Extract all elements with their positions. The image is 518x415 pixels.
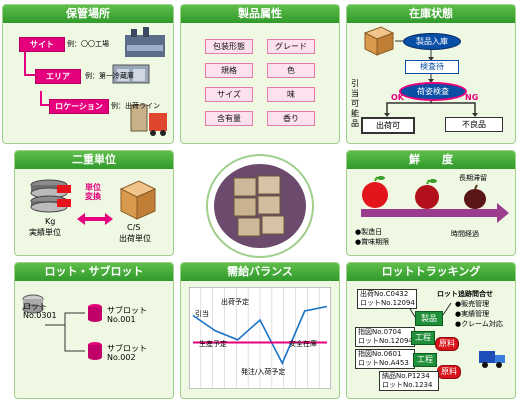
hikiate-label: 引当	[195, 310, 209, 318]
panel-lot-tracking: ロットトラッキング 出荷No.C0432 ロットNo.12094 製品 ロット追…	[346, 262, 516, 399]
process1-node: 工程	[411, 331, 435, 345]
panel-product-attributes: 製品属性 包装形態 グレード 規格 色 サイズ 味 含有量 香り	[180, 4, 340, 144]
area-example: 例：第一冷蔵庫	[85, 72, 134, 80]
attr-size: サイズ	[205, 87, 253, 102]
panel-title: 鮮 度	[347, 151, 515, 169]
dual-unit-graphics	[30, 179, 157, 225]
panel-lot-sublot: ロット・サブロット ロット No.0301 サブロット No.001 サブロット…	[14, 262, 174, 399]
ship-record-box: 出荷No.C0432 ロットNo.12094	[357, 289, 417, 309]
instruction1-number: 指図No.0704	[358, 328, 402, 336]
defective-node: 不良品	[445, 117, 503, 132]
ok-label: OK	[391, 93, 404, 102]
panel-title: 在庫状態	[347, 5, 515, 23]
ng-label: NG	[465, 93, 479, 102]
sublot1-label: サブロット	[107, 306, 147, 315]
expiry-date-label: ●賞味期限	[355, 238, 390, 246]
attr-taste: 味	[267, 87, 315, 102]
panel-freshness: 鮮 度 長期滞留 ●製造日 ●賞味期限 時間経過	[346, 150, 516, 256]
kg-sub-label: 実績単位	[29, 228, 61, 237]
inquiry-item-results: ●実績管理	[455, 310, 490, 318]
sublot2-number: No.002	[107, 353, 136, 362]
sublot1-number: No.001	[107, 315, 136, 324]
panel-dual-unit: 二重単位 単位変換 Kg 実績単位 C/S 出荷単位	[14, 150, 174, 256]
ship-number: 出荷No.C0432	[360, 290, 409, 298]
unit-convert-label: 単位変換	[85, 183, 101, 201]
stacked-cartons-image	[214, 164, 306, 248]
apple-freshness-graphics	[361, 176, 509, 223]
long-stagnant-label: 長期滞留	[459, 174, 487, 182]
allocatable-label: 引当可能品	[351, 79, 359, 128]
cs-label: C/S	[127, 223, 141, 232]
center-product-photo	[206, 154, 314, 258]
lot-label: ロット	[23, 302, 47, 311]
panel-storage-location: 保管場所 サイト 例：〇〇工場 エリア 例：第一冷蔵庫 ロケーション 例：出荷ラ…	[2, 4, 174, 144]
ship-lot-number: ロットNo.12094	[360, 299, 415, 307]
delivery-lot: ロットNo.1234	[382, 381, 433, 389]
raw1-node: 原料	[435, 337, 459, 351]
panel-title: ロットトラッキング	[347, 263, 515, 281]
instruction2-box: 指図No.0601 ロットNo.A453	[355, 349, 415, 369]
lot-tree-graphics	[22, 294, 102, 360]
supply-demand-chart	[189, 287, 331, 389]
location-box: ロケーション	[49, 99, 109, 114]
order-plan-label: 発注/入荷予定	[241, 368, 286, 376]
attr-spec: 規格	[205, 63, 253, 78]
attr-color: 色	[267, 63, 315, 78]
site-example: 例：〇〇工場	[67, 40, 109, 48]
lot-number: No.0301	[23, 311, 57, 320]
prod-plan-label: 生産予定	[199, 340, 227, 348]
panel-title: 製品属性	[181, 5, 339, 23]
product-receive-node: 製品入庫	[403, 33, 461, 50]
inquiry-item-claims: ●クレーム対応	[455, 320, 503, 328]
instruction2-lot: ロットNo.A453	[358, 359, 409, 367]
delivery-box: 納品No.P1234 ロットNo.1234	[379, 371, 439, 391]
attr-content: 含有量	[205, 111, 253, 126]
site-box: サイト	[19, 37, 65, 52]
pack-inspect-node: 荷姿検査	[399, 82, 467, 101]
elapsed-time-label: 時間経過	[451, 230, 479, 238]
hierarchy-connectors	[24, 27, 167, 136]
instruction1-lot: ロットNo.12094	[358, 337, 413, 345]
attr-grade: グレード	[267, 39, 315, 54]
shippable-node: 出荷可	[361, 117, 415, 134]
attr-packaging: 包装形態	[205, 39, 253, 54]
ship-plan-label: 出荷予定	[221, 298, 249, 306]
sublot2-label: サブロット	[107, 344, 147, 353]
inventory-line	[192, 305, 328, 366]
panel-inventory-status: 在庫状態 製品入庫 検査待 荷姿検査 OK NG 引当可能品 出荷可 不良品	[346, 4, 516, 144]
inspect-wait-node: 検査待	[405, 60, 459, 74]
area-box: エリア	[35, 69, 81, 84]
instruction2-number: 指図No.0601	[358, 350, 402, 358]
panel-title: 二重単位	[15, 151, 173, 169]
process2-node: 工程	[413, 353, 437, 367]
manufacture-date-label: ●製造日	[355, 228, 383, 236]
delivery-number: 納品No.P1234	[382, 372, 430, 380]
panel-title: 需給バランス	[181, 263, 339, 281]
instruction1-box: 指図No.0704 ロットNo.12094	[355, 327, 415, 347]
panel-title: ロット・サブロット	[15, 263, 173, 281]
panel-supply-demand: 需給バランス 出荷予定 引当 生産予定 安全在庫 発注/入荷予定	[180, 262, 340, 399]
attr-aroma: 香り	[267, 111, 315, 126]
panel-title: 保管場所	[3, 5, 173, 23]
kg-label: Kg	[45, 217, 56, 226]
safe-stock-label: 安全在庫	[289, 340, 317, 348]
location-example: 例：出荷ライン	[111, 102, 160, 110]
cs-sub-label: 出荷単位	[119, 234, 151, 243]
product-node: 製品	[415, 311, 443, 326]
inventory-flow-arrows	[363, 26, 478, 117]
lot-trace-inquiry-label: ロット追跡問合せ	[437, 290, 493, 298]
raw2-node: 原料	[437, 365, 461, 379]
inquiry-item-sales: ●販売管理	[455, 300, 490, 308]
